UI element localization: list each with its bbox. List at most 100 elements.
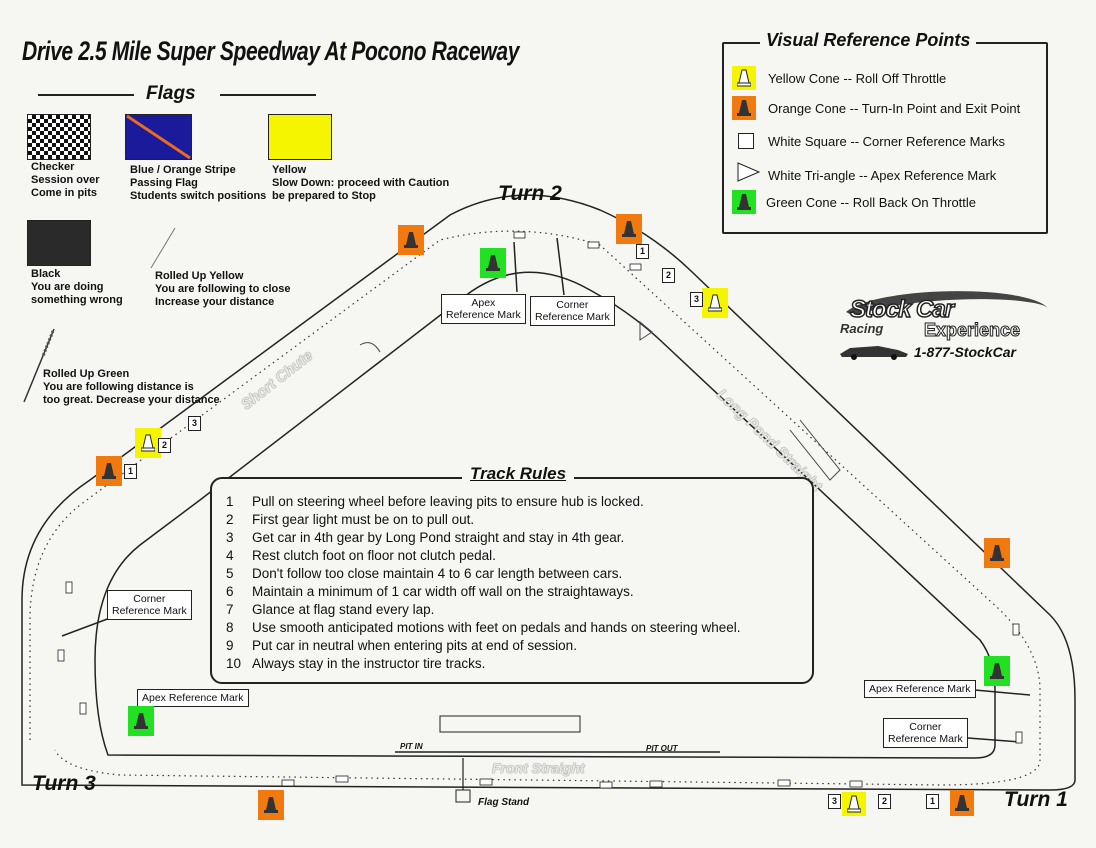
marker-1-turn2: 1 bbox=[636, 244, 649, 259]
green-cone-icon bbox=[732, 190, 756, 214]
rule-text: Rest clutch foot on floor not clutch ped… bbox=[252, 548, 496, 563]
white-triangle-icon bbox=[737, 162, 761, 182]
rule-number: 6 bbox=[226, 584, 234, 599]
orange-cone-marker bbox=[950, 790, 974, 816]
vrp-triangle-label: White Tri-angle -- Apex Reference Mark bbox=[768, 168, 997, 183]
rolled-yellow-line: Increase your distance bbox=[155, 296, 275, 308]
flags-heading-rule-left bbox=[38, 94, 134, 96]
rule-number: 1 bbox=[226, 494, 234, 509]
checker-flag-line: Checker bbox=[31, 161, 75, 173]
infield-road-right bbox=[639, 320, 653, 341]
orange-cone-marker bbox=[398, 225, 424, 255]
logo-stock-car: Stock Car bbox=[849, 295, 955, 324]
racing-line bbox=[29, 230, 1041, 786]
rule-text: First gear light must be on to pull out. bbox=[252, 512, 475, 527]
car bbox=[479, 778, 493, 786]
rule-item: 2 First gear light must be on to pull out… bbox=[226, 511, 741, 529]
rule-item: 3 Get car in 4th gear by Long Pond straig… bbox=[226, 529, 741, 547]
corner-turn1-pointer bbox=[967, 737, 1021, 743]
apex-reference-turn3: Apex Reference Mark bbox=[137, 689, 249, 707]
corner-reference-turn2: Corner Reference Mark bbox=[530, 296, 615, 326]
yellow-flag-line: Yellow bbox=[272, 164, 307, 176]
marker-3-turn3: 3 bbox=[188, 416, 201, 431]
checker-flag-line: Session over bbox=[31, 174, 100, 186]
label-line: Apex bbox=[471, 297, 496, 309]
infield-road-left bbox=[359, 342, 381, 353]
car bbox=[629, 263, 642, 271]
rolled-up-green-flag-icon bbox=[23, 328, 55, 403]
pit-out-label: PIT OUT bbox=[646, 744, 678, 753]
label-line: Corner bbox=[909, 721, 942, 733]
long-pond-road bbox=[789, 419, 841, 481]
rule-text: Use smooth anticipated motions with feet… bbox=[252, 620, 741, 635]
yellow-cone-marker bbox=[702, 288, 728, 318]
vrp-orange-label: Orange Cone -- Turn-In Point and Exit Po… bbox=[768, 101, 1021, 116]
checker-flag-line: Come in pits bbox=[31, 187, 98, 199]
rule-number: 3 bbox=[226, 530, 234, 545]
car bbox=[1012, 623, 1020, 636]
car bbox=[79, 702, 87, 715]
rolled-green-line: too great. Decrease your distance bbox=[43, 394, 220, 406]
rule-number: 10 bbox=[226, 656, 242, 671]
marker-2-turn1: 2 bbox=[878, 794, 891, 809]
track-rules-heading: Track Rules bbox=[462, 464, 575, 484]
rule-number: 8 bbox=[226, 620, 234, 635]
marker-2-turn3: 2 bbox=[158, 438, 171, 453]
black-flag-line: You are doing bbox=[31, 281, 104, 293]
logo-phone: 1-877-StockCar bbox=[914, 344, 1016, 360]
pit-building bbox=[439, 715, 581, 733]
blue-orange-flag-text: Blue / Orange Stripe Passing Flag Studen… bbox=[130, 164, 266, 203]
rolled-yellow-line: Rolled Up Yellow bbox=[155, 270, 244, 282]
black-flag-line: Black bbox=[31, 268, 61, 280]
blue-flag-line: Passing Flag bbox=[130, 177, 198, 189]
apex-turn1-pointer bbox=[974, 689, 1031, 696]
white-square-icon bbox=[738, 133, 754, 149]
rolled-green-line: You are following distance is bbox=[43, 381, 194, 393]
rolled-green-flag-text: Rolled Up Green You are following distan… bbox=[43, 368, 220, 407]
rule-text: Get car in 4th gear by Long Pond straigh… bbox=[252, 530, 625, 545]
rolled-yellow-flag-text: Rolled Up Yellow You are following to cl… bbox=[155, 270, 290, 309]
car bbox=[849, 780, 863, 788]
green-cone-marker bbox=[480, 248, 506, 278]
logo-swoosh bbox=[846, 291, 1048, 316]
logo-experience: Experience bbox=[923, 320, 1021, 341]
label-line: Reference Mark bbox=[446, 309, 521, 321]
car bbox=[599, 781, 613, 789]
vrp-green-label: Green Cone -- Roll Back On Throttle bbox=[766, 195, 977, 210]
front-straight-label: Front Straight bbox=[492, 760, 585, 776]
yellow-cone-marker bbox=[842, 792, 866, 816]
car bbox=[649, 780, 663, 788]
checker-flag-text: Checker Session over Come in pits bbox=[31, 161, 99, 200]
turn-2-label: Turn 2 bbox=[498, 182, 562, 205]
rolled-green-line: Rolled Up Green bbox=[43, 368, 130, 380]
flag-stand-box bbox=[455, 789, 471, 803]
corner-reference-turn1: Corner Reference Mark bbox=[883, 718, 968, 748]
car bbox=[1015, 731, 1023, 744]
rule-number: 5 bbox=[226, 566, 234, 581]
yellow-flag bbox=[268, 114, 332, 160]
orange-cone-marker bbox=[984, 538, 1010, 568]
black-flag-text: Black You are doing something wrong bbox=[31, 268, 123, 307]
blue-flag-line: Students switch positions bbox=[130, 190, 267, 202]
label-line: Reference Mark bbox=[888, 733, 963, 745]
blue-orange-stripe-flag bbox=[125, 114, 192, 160]
orange-cone-icon bbox=[732, 96, 756, 120]
label-line: Reference Mark bbox=[112, 605, 187, 617]
apex-reference-turn2: Apex Reference Mark bbox=[441, 294, 526, 324]
stock-car-experience-logo: Stock Car Racing Experience 1-877-StockC… bbox=[836, 282, 1056, 368]
rolled-yellow-line: You are following to close bbox=[155, 283, 291, 295]
rule-text: Put car in neutral when entering pits at… bbox=[252, 638, 577, 653]
car bbox=[65, 581, 73, 594]
apex-turn2-pointer bbox=[513, 241, 518, 293]
rule-number: 2 bbox=[226, 512, 234, 527]
pit-in-label: PIT IN bbox=[400, 742, 423, 751]
flags-heading: Flags bbox=[146, 83, 196, 104]
label-line: Corner bbox=[556, 299, 589, 311]
yellow-cone-marker bbox=[135, 428, 161, 458]
turn-3-label: Turn 3 bbox=[32, 772, 96, 795]
